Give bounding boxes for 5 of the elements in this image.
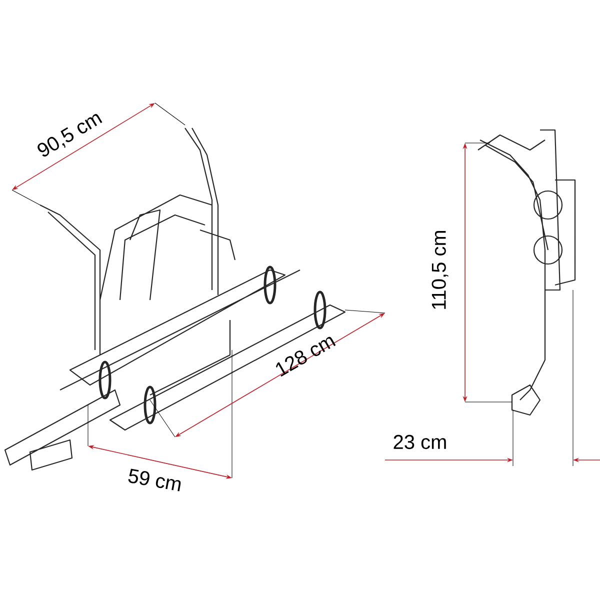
dimension-label: 90,5 cm — [38, 114, 102, 156]
dimension-label: 59 cm — [128, 468, 181, 492]
dimension-label: 128 cm — [276, 336, 336, 377]
dimension-label: 23 cm — [394, 434, 446, 450]
dimension-label: 110,5 cm — [432, 230, 448, 309]
